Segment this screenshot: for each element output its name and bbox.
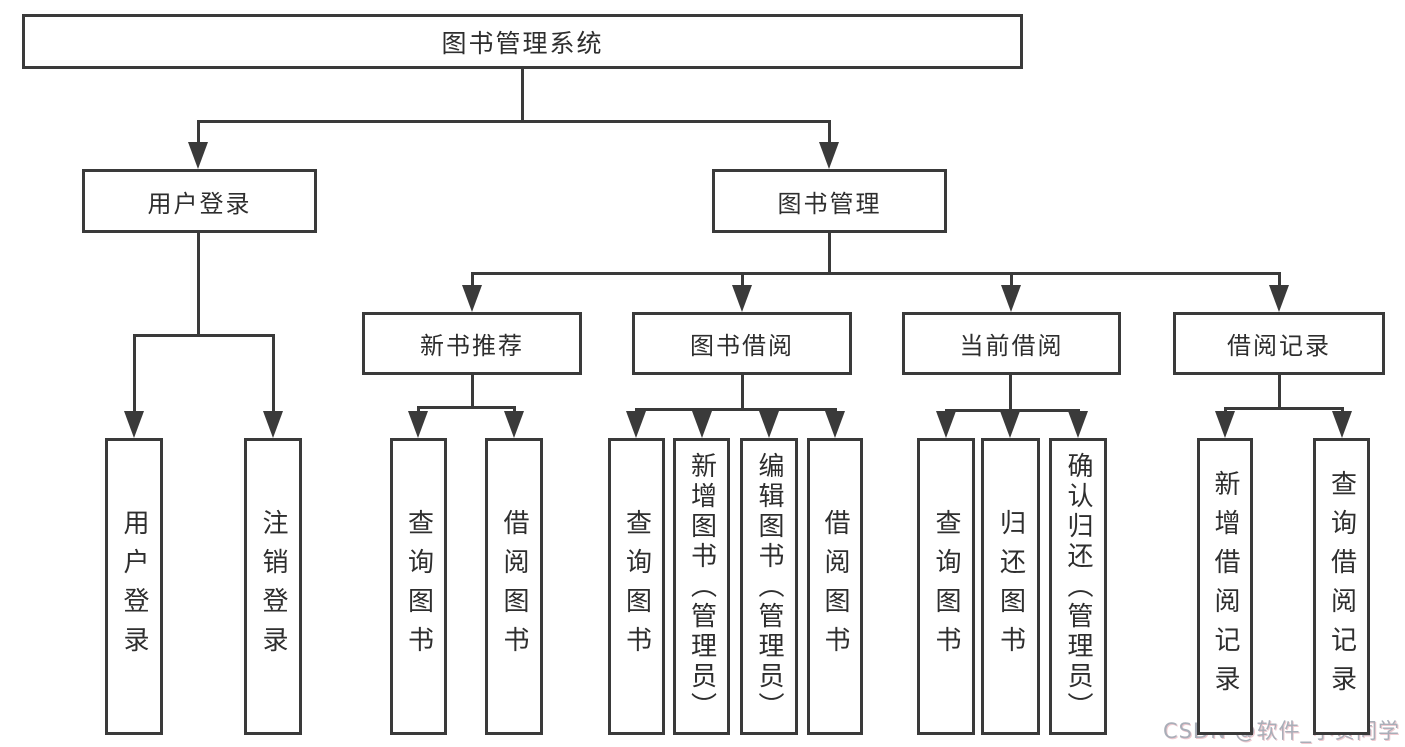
node-leaf-add-book-admin: 新增图书（管理员） (673, 438, 730, 735)
connector-branch-userlogin-to-leaves-0 (133, 335, 136, 420)
node-leaf-confirm-return-admin: 确认归还（管理员） (1049, 438, 1107, 735)
arrow-down-icon (1000, 411, 1020, 438)
node-user-login: 用户登录 (82, 169, 317, 233)
node-leaf-query-borrow-record: 查询借阅记录 (1313, 438, 1370, 735)
node-label: 用户登录 (147, 189, 252, 218)
connector-stem-newbookrec-to-leaves (471, 375, 474, 409)
connector-branch-bookmgmt-to-level3-3 (1278, 273, 1281, 294)
node-root: 图书管理系统 (22, 14, 1023, 69)
connector-stem-bookborrow-to-leaves (741, 375, 744, 411)
connector-branch-userlogin-to-leaves-1 (272, 335, 275, 420)
arrow-down-icon (263, 411, 283, 438)
node-leaf-user-login: 用户登录 (105, 438, 163, 735)
arrow-down-icon (188, 142, 208, 169)
connector-stem-userlogin-to-leaves (197, 233, 200, 337)
connector-rail-newbookrec-to-leaves (417, 406, 516, 409)
node-label: 新增图书（管理员） (686, 451, 717, 722)
connector-stem-bookmgmt-to-level3 (828, 233, 831, 275)
node-label: 借阅记录 (1227, 332, 1331, 360)
node-leaf-logout: 注销登录 (244, 438, 302, 735)
connector-rail-borrowrecords-to-leaves (1224, 407, 1344, 410)
node-borrowing-records: 借阅记录 (1173, 312, 1385, 375)
node-book-management: 图书管理 (712, 169, 947, 233)
node-current-borrowing: 当前借阅 (902, 312, 1121, 375)
arrow-down-icon (1332, 411, 1352, 438)
arrow-down-icon (626, 411, 646, 438)
node-leaf-query-books-current: 查询图书 (917, 438, 975, 735)
node-label: 借阅图书 (499, 508, 529, 665)
arrow-down-icon (1068, 411, 1088, 438)
connector-rail-currentborrow-to-leaves (945, 409, 1080, 412)
node-label: 新书推荐 (420, 332, 524, 360)
connector-rail-root-to-level2 (197, 120, 831, 123)
node-leaf-query-books-borrow: 查询图书 (608, 438, 665, 735)
node-label: 归还图书 (995, 508, 1026, 665)
node-label: 注销登录 (258, 508, 288, 665)
arrow-down-icon (692, 411, 712, 438)
connector-rail-userlogin-to-leaves (133, 334, 275, 337)
node-book-borrowing: 图书借阅 (632, 312, 852, 375)
node-leaf-query-books-rec: 查询图书 (390, 438, 447, 735)
arrow-down-icon (819, 142, 839, 169)
node-leaf-add-borrow-record: 新增借阅记录 (1197, 438, 1253, 735)
arrow-down-icon (408, 411, 428, 438)
node-label: 查询图书 (621, 508, 652, 665)
node-leaf-return-book: 归还图书 (981, 438, 1040, 735)
connector-branch-root-to-level2-0 (197, 121, 200, 151)
node-new-book-recommend: 新书推荐 (362, 312, 582, 375)
node-label: 查询借阅记录 (1326, 469, 1357, 704)
node-label: 图书借阅 (690, 332, 794, 360)
node-label: 查询图书 (931, 508, 961, 665)
connector-stem-currentborrow-to-leaves (1009, 375, 1012, 412)
arrow-down-icon (825, 411, 845, 438)
arrow-down-icon (759, 411, 779, 438)
node-label: 图书管理系统 (441, 28, 604, 58)
connector-branch-root-to-level2-1 (828, 121, 831, 151)
connector-branch-bookmgmt-to-level3-2 (1010, 273, 1013, 294)
arrow-down-icon (124, 411, 144, 438)
node-label: 图书管理 (777, 189, 882, 218)
arrow-down-icon (732, 285, 752, 312)
node-leaf-borrow-books-rec: 借阅图书 (485, 438, 543, 735)
connector-stem-borrowrecords-to-leaves (1278, 375, 1281, 410)
connector-stem-root-to-level2 (521, 69, 524, 123)
node-label: 编辑图书（管理员） (754, 451, 784, 722)
arrow-down-icon (1215, 411, 1235, 438)
node-label: 新增借阅记录 (1210, 469, 1240, 704)
connector-rail-bookborrow-to-leaves (635, 408, 837, 411)
node-label: 借阅图书 (820, 508, 850, 665)
arrow-down-icon (936, 411, 956, 438)
node-label: 用户登录 (119, 508, 149, 665)
arrow-down-icon (462, 285, 482, 312)
arrow-down-icon (1001, 285, 1021, 312)
connector-branch-bookmgmt-to-level3-0 (471, 273, 474, 294)
arrow-down-icon (504, 411, 524, 438)
node-label: 当前借阅 (959, 332, 1064, 360)
connector-branch-bookmgmt-to-level3-1 (741, 273, 744, 294)
node-label: 确认归还（管理员） (1063, 451, 1093, 722)
node-leaf-edit-book-admin: 编辑图书（管理员） (740, 438, 798, 735)
node-leaf-borrow-books-borrow: 借阅图书 (807, 438, 863, 735)
connector-rail-bookmgmt-to-level3 (471, 272, 1281, 275)
arrow-down-icon (1269, 285, 1289, 312)
node-label: 查询图书 (403, 508, 434, 665)
